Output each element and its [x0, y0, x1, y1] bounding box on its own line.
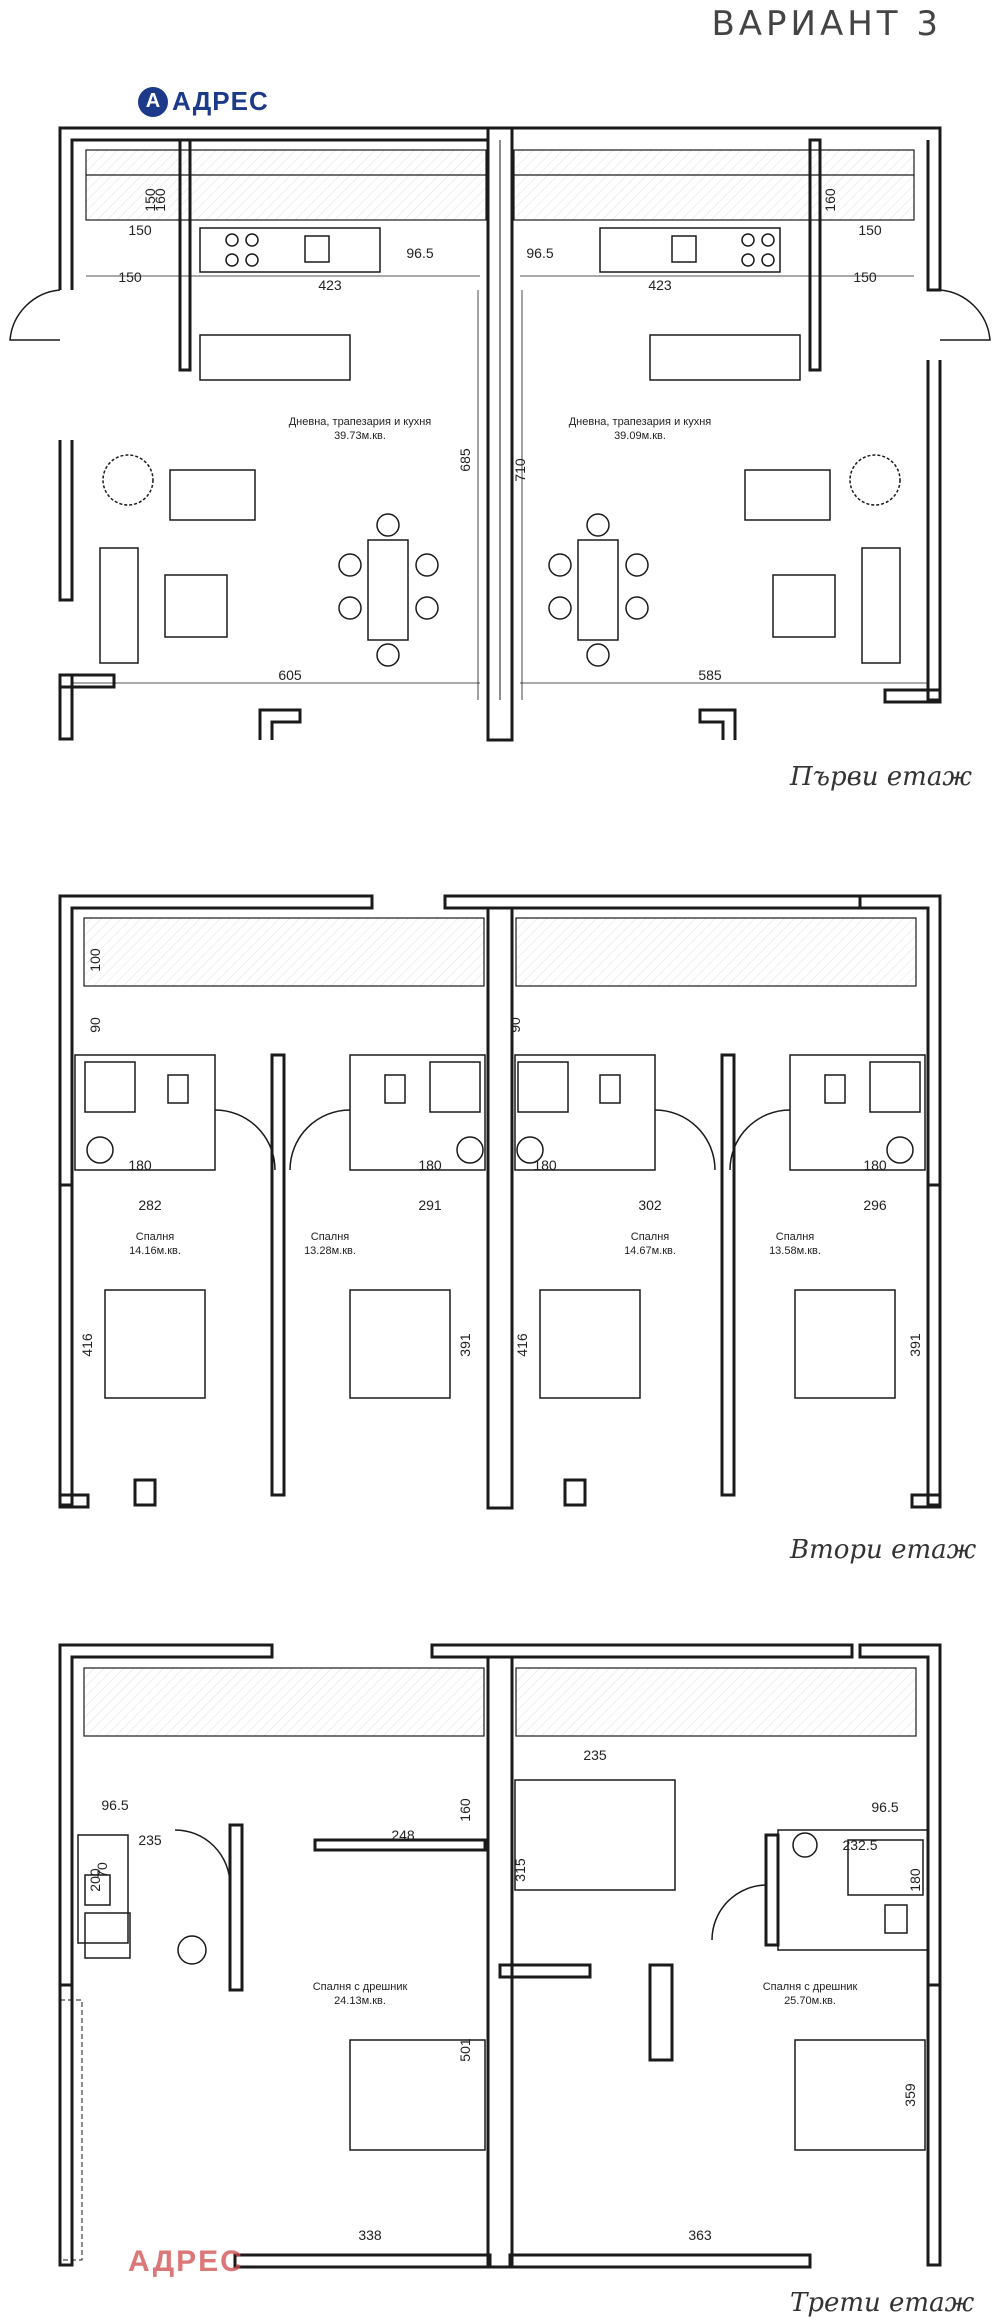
dimension-lines [72, 275, 928, 700]
dimension-label: 423 [648, 277, 672, 293]
dimension-label: 90 [507, 1017, 523, 1033]
dimension-label: 235 [583, 1747, 607, 1763]
dimension-label: 100 [87, 948, 103, 972]
dimension-label: 70 [94, 1862, 110, 1878]
dimension-label: 391 [907, 1333, 923, 1357]
dimension-label: 150 [128, 222, 152, 238]
dimension-label: 150 [853, 269, 877, 285]
dimension-label: 605 [278, 667, 302, 683]
dimension-label: 315 [512, 1858, 528, 1882]
room-name: Спалня с дрешник [763, 1981, 858, 1993]
dimension-label: 248 [391, 1827, 415, 1843]
dimension-label: 200 [87, 1868, 103, 1892]
dimension-label: 232.5 [842, 1837, 877, 1853]
entry-doors [9, 289, 991, 341]
dimension-label: 235 [138, 1832, 162, 1848]
kitchen-counters [199, 227, 801, 381]
room-name: Дневна, трапезария и кухня [569, 416, 712, 428]
dimension-label: 96.5 [526, 245, 553, 261]
dimension-label: 180 [907, 1868, 923, 1892]
room-name: Дневна, трапезария и кухня [289, 416, 432, 428]
floor-2-title: Втори етаж [790, 1535, 977, 1565]
room-area: 13.28м.кв. [304, 1245, 356, 1257]
room-area: 39.73м.кв. [334, 430, 386, 442]
dimension-label: 338 [358, 2227, 382, 2243]
terrace [59, 1999, 83, 2261]
dimension-label: 90 [87, 1017, 103, 1033]
floor-1-title: Първи етаж [790, 762, 972, 792]
staircase [83, 917, 917, 987]
company-logo: A АДРЕС [138, 86, 269, 117]
page-title: ВАРИАНТ 3 [711, 4, 942, 44]
dimension-label: 96.5 [871, 1799, 898, 1815]
dimension-label: 416 [79, 1333, 95, 1357]
dimension-label: 160 [152, 188, 168, 212]
room-area: 14.16м.кв. [129, 1245, 181, 1257]
dimension-label: 180 [863, 1157, 887, 1173]
outer-walls [58, 894, 942, 1510]
dimension-label: 160 [457, 1798, 473, 1822]
dimension-label: 180 [533, 1157, 557, 1173]
beds [104, 1289, 896, 1399]
room-name: Спалня [136, 1231, 175, 1243]
dimension-label: 150 [118, 269, 142, 285]
dimension-label: 359 [902, 2083, 918, 2107]
dimension-label: 423 [318, 277, 342, 293]
dimension-label: 501 [457, 2038, 473, 2062]
dimension-label: 150 [858, 222, 882, 238]
outer-walls [58, 1643, 942, 2269]
dimension-label: 585 [698, 667, 722, 683]
logo-mark: A [138, 86, 168, 117]
floor-3 [58, 1643, 942, 2269]
staircase [83, 1667, 917, 1737]
staircase [85, 149, 915, 221]
dimension-label: 96.5 [101, 1797, 128, 1813]
dimension-label: 96.5 [406, 245, 433, 261]
bathrooms [74, 1054, 926, 1171]
dimension-label: 296 [863, 1197, 887, 1213]
logo-text: АДРЕС [172, 86, 269, 116]
living-furniture [99, 454, 901, 667]
dimension-label: 416 [514, 1333, 530, 1357]
dimension-label: 282 [138, 1197, 162, 1213]
dimension-label: 302 [638, 1197, 662, 1213]
room-area: 39.09м.кв. [614, 430, 666, 442]
floor-2 [58, 894, 942, 1510]
room-area: 14.67м.кв. [624, 1245, 676, 1257]
dimension-label: 180 [418, 1157, 442, 1173]
room-name: Спалня [776, 1231, 815, 1243]
dimension-label: 150 [142, 188, 158, 212]
beds [349, 2039, 926, 2151]
room-name: Спалня [311, 1231, 350, 1243]
dimension-label: 391 [457, 1333, 473, 1357]
bathrooms-and-wardrobes [77, 1779, 929, 1965]
dimension-label: 160 [822, 188, 838, 212]
dimension-label: 363 [688, 2227, 712, 2243]
floor-1 [9, 126, 991, 742]
room-name: Спалня [631, 1231, 670, 1243]
room-area: 24.13м.кв. [334, 1995, 386, 2007]
dimension-label: 180 [128, 1157, 152, 1173]
dimension-label: 710 [512, 458, 528, 482]
dimension-label: 291 [418, 1197, 442, 1213]
room-area: 13.58м.кв. [769, 1245, 821, 1257]
dimension-label: 685 [457, 448, 473, 472]
floor-3-title: Трети етаж [790, 2288, 975, 2318]
outer-walls [58, 126, 942, 742]
room-name: Спалня с дрешник [313, 1981, 408, 1993]
watermark: АДРЕС [128, 2245, 244, 2278]
room-area: 25.70м.кв. [784, 1995, 836, 2007]
